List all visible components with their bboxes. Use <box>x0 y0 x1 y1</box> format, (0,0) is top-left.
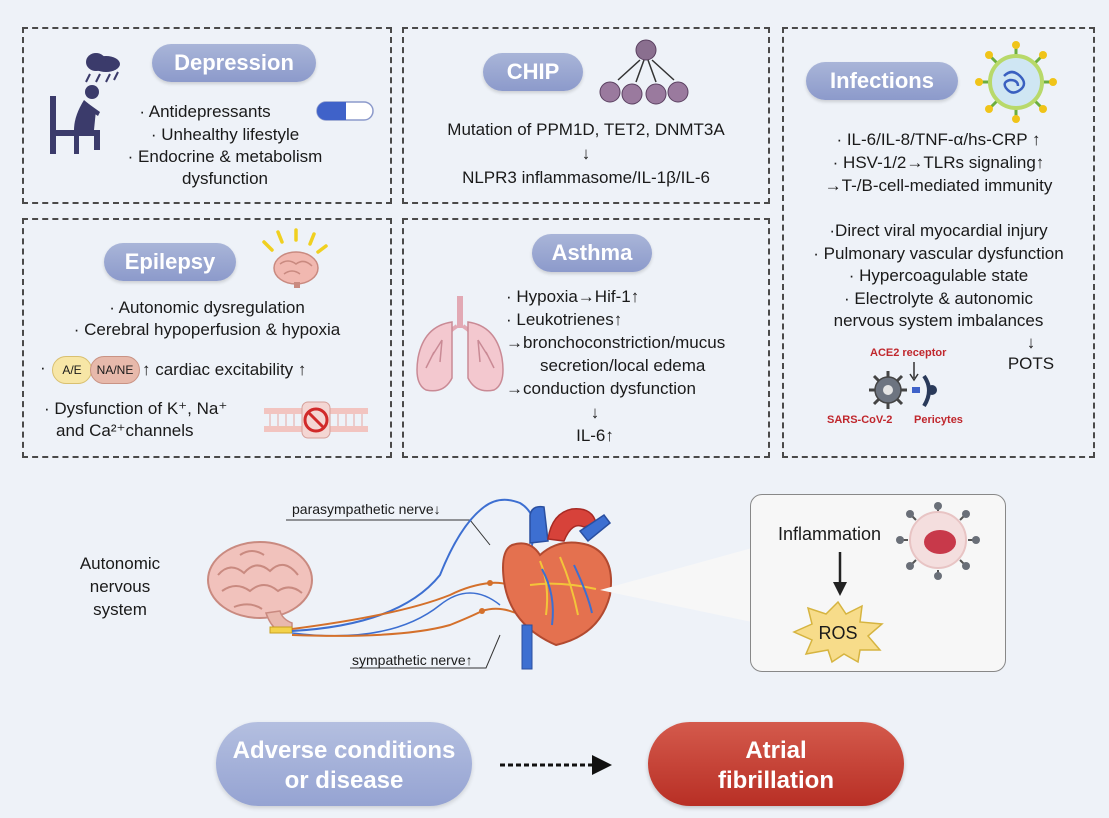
epilepsy-line-4a: · Dysfunction of K⁺, Na⁺ <box>44 399 228 418</box>
adverse-conditions-pill: Adverse conditions or disease <box>216 722 472 806</box>
chip-line-2: NLPR3 inflammasome/IL-1β/IL-6 <box>462 168 710 187</box>
asthma-line-1: · Hypoxia→Hif-1↑ <box>506 287 640 306</box>
ace2-receptor-label: ACE2 receptor <box>870 347 947 359</box>
depression-title: Depression <box>152 44 316 82</box>
depression-panel <box>22 27 392 204</box>
depression-line-4: dysfunction <box>182 169 268 188</box>
chip-line-1: Mutation of PPM1D, TET2, DNMT3A <box>447 120 725 139</box>
ae-badge: A/E <box>52 356 92 384</box>
ans-label-1: Autonomic <box>79 554 161 573</box>
af-line-1: Atrial <box>745 737 807 764</box>
asthma-arrow: ↓ <box>590 403 600 422</box>
virus-icon <box>975 41 1057 123</box>
depression-line-3: · Endocrine & metabolism <box>127 147 323 166</box>
inflammation-box <box>750 494 1006 672</box>
asthma-title: Asthma <box>532 234 652 272</box>
asthma-line-2: · Leukotrienes↑ <box>506 310 623 329</box>
chip-panel <box>402 27 770 204</box>
infections-pots: POTS <box>1007 354 1055 373</box>
sars-cov-2-binding-icon <box>869 362 937 409</box>
infections-line-b3: · Hypercoagulable state <box>848 266 1029 285</box>
epilepsy-line-2: · Cerebral hypoperfusion & hypoxia <box>73 320 341 339</box>
ros-burst-icon <box>792 600 884 664</box>
dashed-arrow-icon <box>500 755 612 775</box>
brain-flash-icon <box>262 228 328 288</box>
infections-line-b5: nervous system imbalances <box>833 311 1044 330</box>
epilepsy-title: Epilepsy <box>104 243 236 281</box>
depression-line-1: · Antidepressants <box>139 102 271 121</box>
epilepsy-bullet: · <box>40 358 46 377</box>
brain-heart-nerves-illustration <box>207 498 612 670</box>
adverse-line-1: Adverse conditions <box>232 737 456 764</box>
chip-title: CHIP <box>483 53 583 91</box>
ans-label-2: nervous <box>89 577 151 596</box>
epilepsy-line-1: · Autonomic dysregulation <box>109 298 305 317</box>
adverse-line-2: or disease <box>284 767 404 794</box>
ans-label-3: system <box>93 600 147 619</box>
asthma-panel <box>402 218 770 458</box>
lungs-icon <box>416 296 504 392</box>
cardiac-excitability-text: ↑ cardiac excitability ↑ <box>142 360 307 379</box>
asthma-line-4: secretion/local edema <box>540 356 706 375</box>
infections-line-a3: →T-/B-cell-mediated immunity <box>824 176 1053 195</box>
chip-arrow: ↓ <box>581 144 591 163</box>
infections-line-b1: ·Direct viral myocardial injury <box>829 221 1048 240</box>
infections-title: Infections <box>806 62 958 100</box>
ros-label: ROS <box>818 623 858 643</box>
infections-pots-arrow: ↓ <box>1026 333 1036 352</box>
af-line-2: fibrillation <box>718 767 834 794</box>
capsule-icon <box>316 101 374 121</box>
down-arrow-icon <box>833 552 847 596</box>
ion-channel-block-icon <box>264 401 368 439</box>
parasympathetic-nerve-label: parasympathetic nerve↓ <box>292 501 441 517</box>
asthma-line-5: →conduction dysfunction <box>506 379 696 398</box>
infections-line-b4: · Electrolyte & autonomic <box>844 289 1033 308</box>
asthma-line-3: →bronchoconstriction/mucus <box>506 333 726 352</box>
epilepsy-panel <box>22 218 392 458</box>
nane-badge: NA/NE <box>90 356 140 384</box>
callout-wedge <box>600 548 752 622</box>
sad-person-icon <box>50 53 120 154</box>
pericytes-label: Pericytes <box>914 414 963 426</box>
asthma-il6: IL-6↑ <box>576 426 614 445</box>
depression-line-2: · Unhealthy lifestyle <box>150 125 300 144</box>
atrial-fibrillation-pill: Atrial fibrillation <box>648 722 904 806</box>
infections-line-a1: · IL-6/IL-8/TNF-α/hs-CRP ↑ <box>836 130 1041 149</box>
cell-division-icon <box>599 39 689 105</box>
sars-cov-2-label: SARS-CoV-2 <box>827 414 893 426</box>
infections-line-b2: · Pulmonary vascular dysfunction <box>813 244 1064 263</box>
infections-line-a2: · HSV-1/2→TLRs signaling↑ <box>832 153 1045 172</box>
epilepsy-line-4b: and Ca²⁺channels <box>56 421 194 440</box>
inflammation-label: Inflammation <box>778 524 882 544</box>
immune-cell-icon <box>896 502 980 580</box>
sympathetic-nerve-label: sympathetic nerve↑ <box>352 652 473 668</box>
infections-panel <box>782 27 1095 458</box>
